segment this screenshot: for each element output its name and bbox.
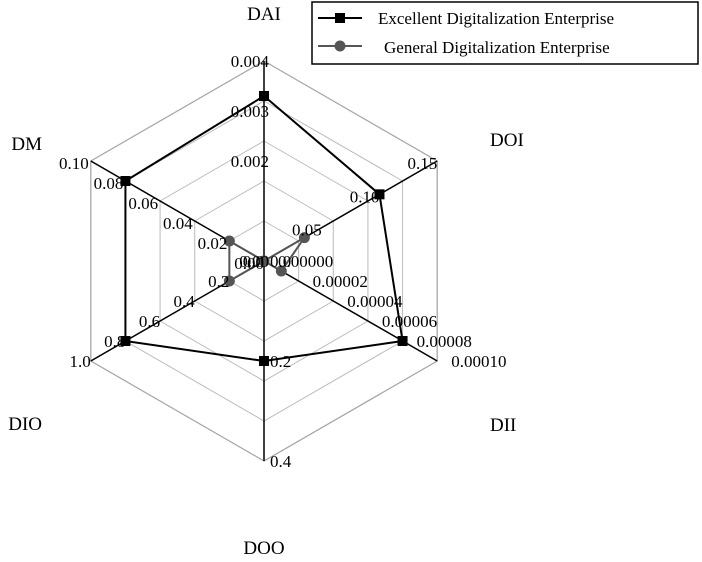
data-point-excellent-dm: [120, 176, 131, 186]
legend-label-excellent: Excellent Digitalization Enterprise: [378, 9, 614, 28]
radar-series: [120, 91, 408, 366]
tick-label-dm: 0.04: [163, 214, 193, 233]
legend-box: [311, 1, 699, 65]
data-point-excellent-dai: [259, 91, 269, 101]
tick-label-doi: 0.05: [292, 221, 322, 240]
data-point-general-dio: [223, 275, 235, 287]
axis-name-dai: DAI: [247, 4, 281, 25]
axis-line-dii: [263, 260, 438, 362]
axis-name-dm: DM: [11, 134, 42, 155]
tick-label-doo: 0.0: [270, 252, 291, 271]
data-point-excellent-doo: [259, 356, 269, 366]
tick-label-doi: 0.00: [234, 254, 264, 273]
tick-label-dio: 0.0: [243, 252, 264, 271]
radar-axis-names: DAI DOI DII DOO DIO DM: [8, 4, 524, 559]
axis-name-dii: DII: [490, 415, 516, 436]
legend-item-general: General Digitalization Enterprise: [318, 38, 610, 57]
legend-circle-marker-icon: [334, 40, 346, 52]
tick-label-dii: 0.00010: [451, 352, 506, 371]
tick-label-dio: 1.0: [70, 352, 91, 371]
tick-label-dii: 0.00002: [313, 272, 368, 291]
data-point-excellent-dii: [397, 336, 408, 346]
tick-label-dii: 0.00008: [417, 332, 472, 351]
tick-label-dio: 0.8: [104, 332, 125, 351]
axis-name-dio: DIO: [8, 414, 42, 435]
radar-tick-labels: 0.00 0.002 0.003 0.004 0.00 0.05 0.10 0.15 0.000…: [59, 52, 506, 471]
legend-item-excellent: Excellent Digitalization Enterprise: [318, 9, 614, 28]
tick-label-doi: 0.10: [350, 187, 380, 206]
tick-label-doo: 0.2: [270, 352, 291, 371]
tick-label-doi: 0.15: [407, 154, 437, 173]
tick-label-dii: 0.00006: [382, 312, 437, 331]
legend-label-general: General Digitalization Enterprise: [384, 38, 610, 57]
tick-label-dai: 0.00: [239, 252, 269, 271]
tick-label-dai: 0.004: [231, 52, 270, 71]
legend: Excellent Digitalization Enterprise Gene…: [311, 1, 699, 65]
tick-label-dii: 0.00004: [347, 292, 403, 311]
data-point-general-dii: [275, 265, 287, 277]
axis-name-doo: DOO: [243, 538, 284, 559]
tick-label-dm: 0.02: [198, 234, 228, 253]
tick-label-dai: 0.003: [231, 102, 269, 121]
legend-square-marker-icon: [335, 13, 345, 23]
tick-label-dai: 0.002: [231, 152, 269, 171]
data-point-excellent-dio: [120, 336, 131, 346]
tick-label-dio: 0.2: [208, 272, 229, 291]
data-point-general-doo: [258, 255, 270, 267]
data-point-general-doi: [298, 232, 310, 244]
tick-label-dm: 0.06: [128, 194, 158, 213]
axis-name-doi: DOI: [490, 130, 524, 151]
tick-label-dm: 0.10: [59, 154, 89, 173]
data-point-general-dm: [223, 235, 235, 247]
tick-label-dii: 0.00000: [278, 252, 333, 271]
tick-label-dio: 0.4: [173, 292, 195, 311]
tick-label-dm: 0.08: [94, 174, 124, 193]
tick-label-doo: 0.4: [270, 452, 292, 471]
data-point-excellent-doi: [374, 189, 385, 200]
tick-label-dio: 0.6: [139, 312, 160, 331]
